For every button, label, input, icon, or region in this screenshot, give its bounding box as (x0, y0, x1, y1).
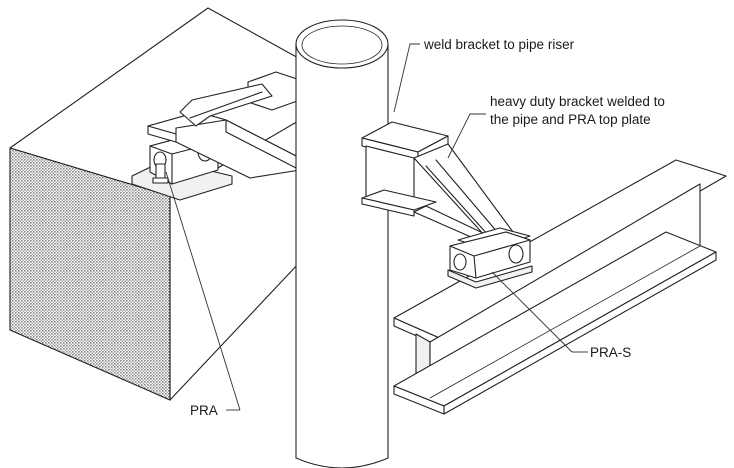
callout-heavy-duty-line2: the pipe and PRA top plate (490, 112, 651, 127)
leader-lines (165, 43, 588, 411)
pipe-riser (295, 19, 389, 468)
pra-s-bearing (447, 231, 533, 289)
callout-pra-s: PRA-S (590, 345, 631, 360)
concrete-block (9, 7, 321, 401)
heavy-duty-bracket (361, 121, 531, 251)
steel-i-beam (393, 159, 727, 415)
callout-weld-bracket: weld bracket to pipe riser (423, 37, 575, 52)
bracket-left (175, 71, 301, 179)
callout-heavy-duty-line1: heavy duty bracket welded to (490, 94, 665, 109)
callout-pra: PRA (190, 403, 218, 418)
